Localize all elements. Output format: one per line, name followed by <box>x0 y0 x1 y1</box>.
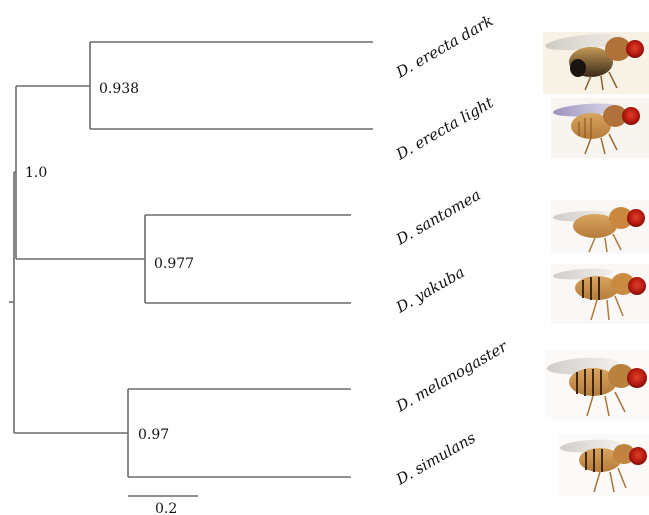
taxon-label-simulans: D. simulans <box>392 428 479 488</box>
fly-image-yakuba <box>551 264 649 324</box>
fly-image-melanogaster <box>545 350 649 420</box>
taxon-label-erecta-dark: D. erecta dark <box>392 11 496 82</box>
taxon-label-santomea: D. santomea <box>392 186 484 249</box>
taxon-label-yakuba: D. yakuba <box>392 263 467 317</box>
support-value-ingroup: 1.0 <box>25 165 47 181</box>
taxon-label-erecta-light: D. erecta light <box>392 93 497 164</box>
support-value-erecta: 0.938 <box>99 81 139 97</box>
scale-bar-label: 0.2 <box>155 501 177 515</box>
fly-image-santomea <box>551 200 649 254</box>
taxon-label-melanogaster: D. melanogaster <box>392 337 511 416</box>
fly-image-erecta-dark <box>543 31 649 94</box>
support-value-santomea-yakuba: 0.977 <box>154 256 194 272</box>
support-value-melanogaster-simulans: 0.97 <box>138 427 169 443</box>
fly-image-simulans <box>558 434 649 496</box>
fly-image-erecta-light <box>551 98 649 158</box>
